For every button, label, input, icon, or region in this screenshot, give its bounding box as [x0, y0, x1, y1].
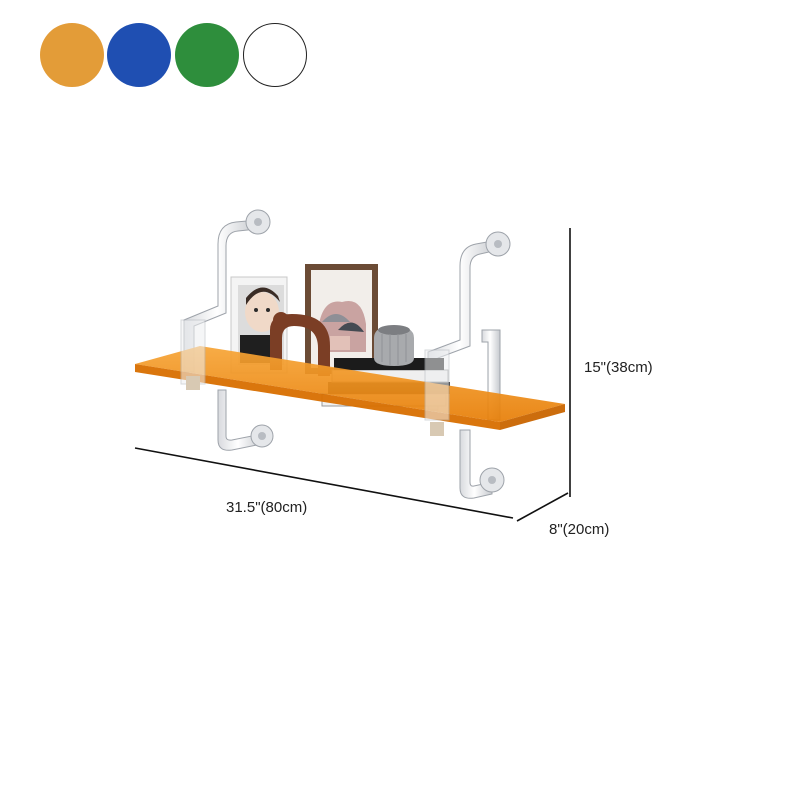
ceramic-vase: [374, 325, 414, 366]
depth-dimension-line: [516, 492, 569, 522]
height-label: 15"(38cm): [584, 359, 653, 376]
arch-sculpture: [270, 314, 330, 376]
bracket-front: [180, 319, 450, 436]
color-swatch-green[interactable]: [175, 23, 239, 87]
bracket-back-left: [183, 209, 274, 451]
dimension-lines: [134, 228, 571, 522]
color-swatch-blue[interactable]: [107, 23, 171, 87]
width-label: 31.5"(80cm): [226, 499, 307, 516]
depth-label: 8"(20cm): [549, 521, 609, 538]
color-swatch-orange[interactable]: [40, 23, 104, 87]
color-swatch-white[interactable]: [243, 23, 307, 87]
acrylic-shelf: [135, 346, 565, 430]
width-dimension-line: [134, 447, 514, 519]
